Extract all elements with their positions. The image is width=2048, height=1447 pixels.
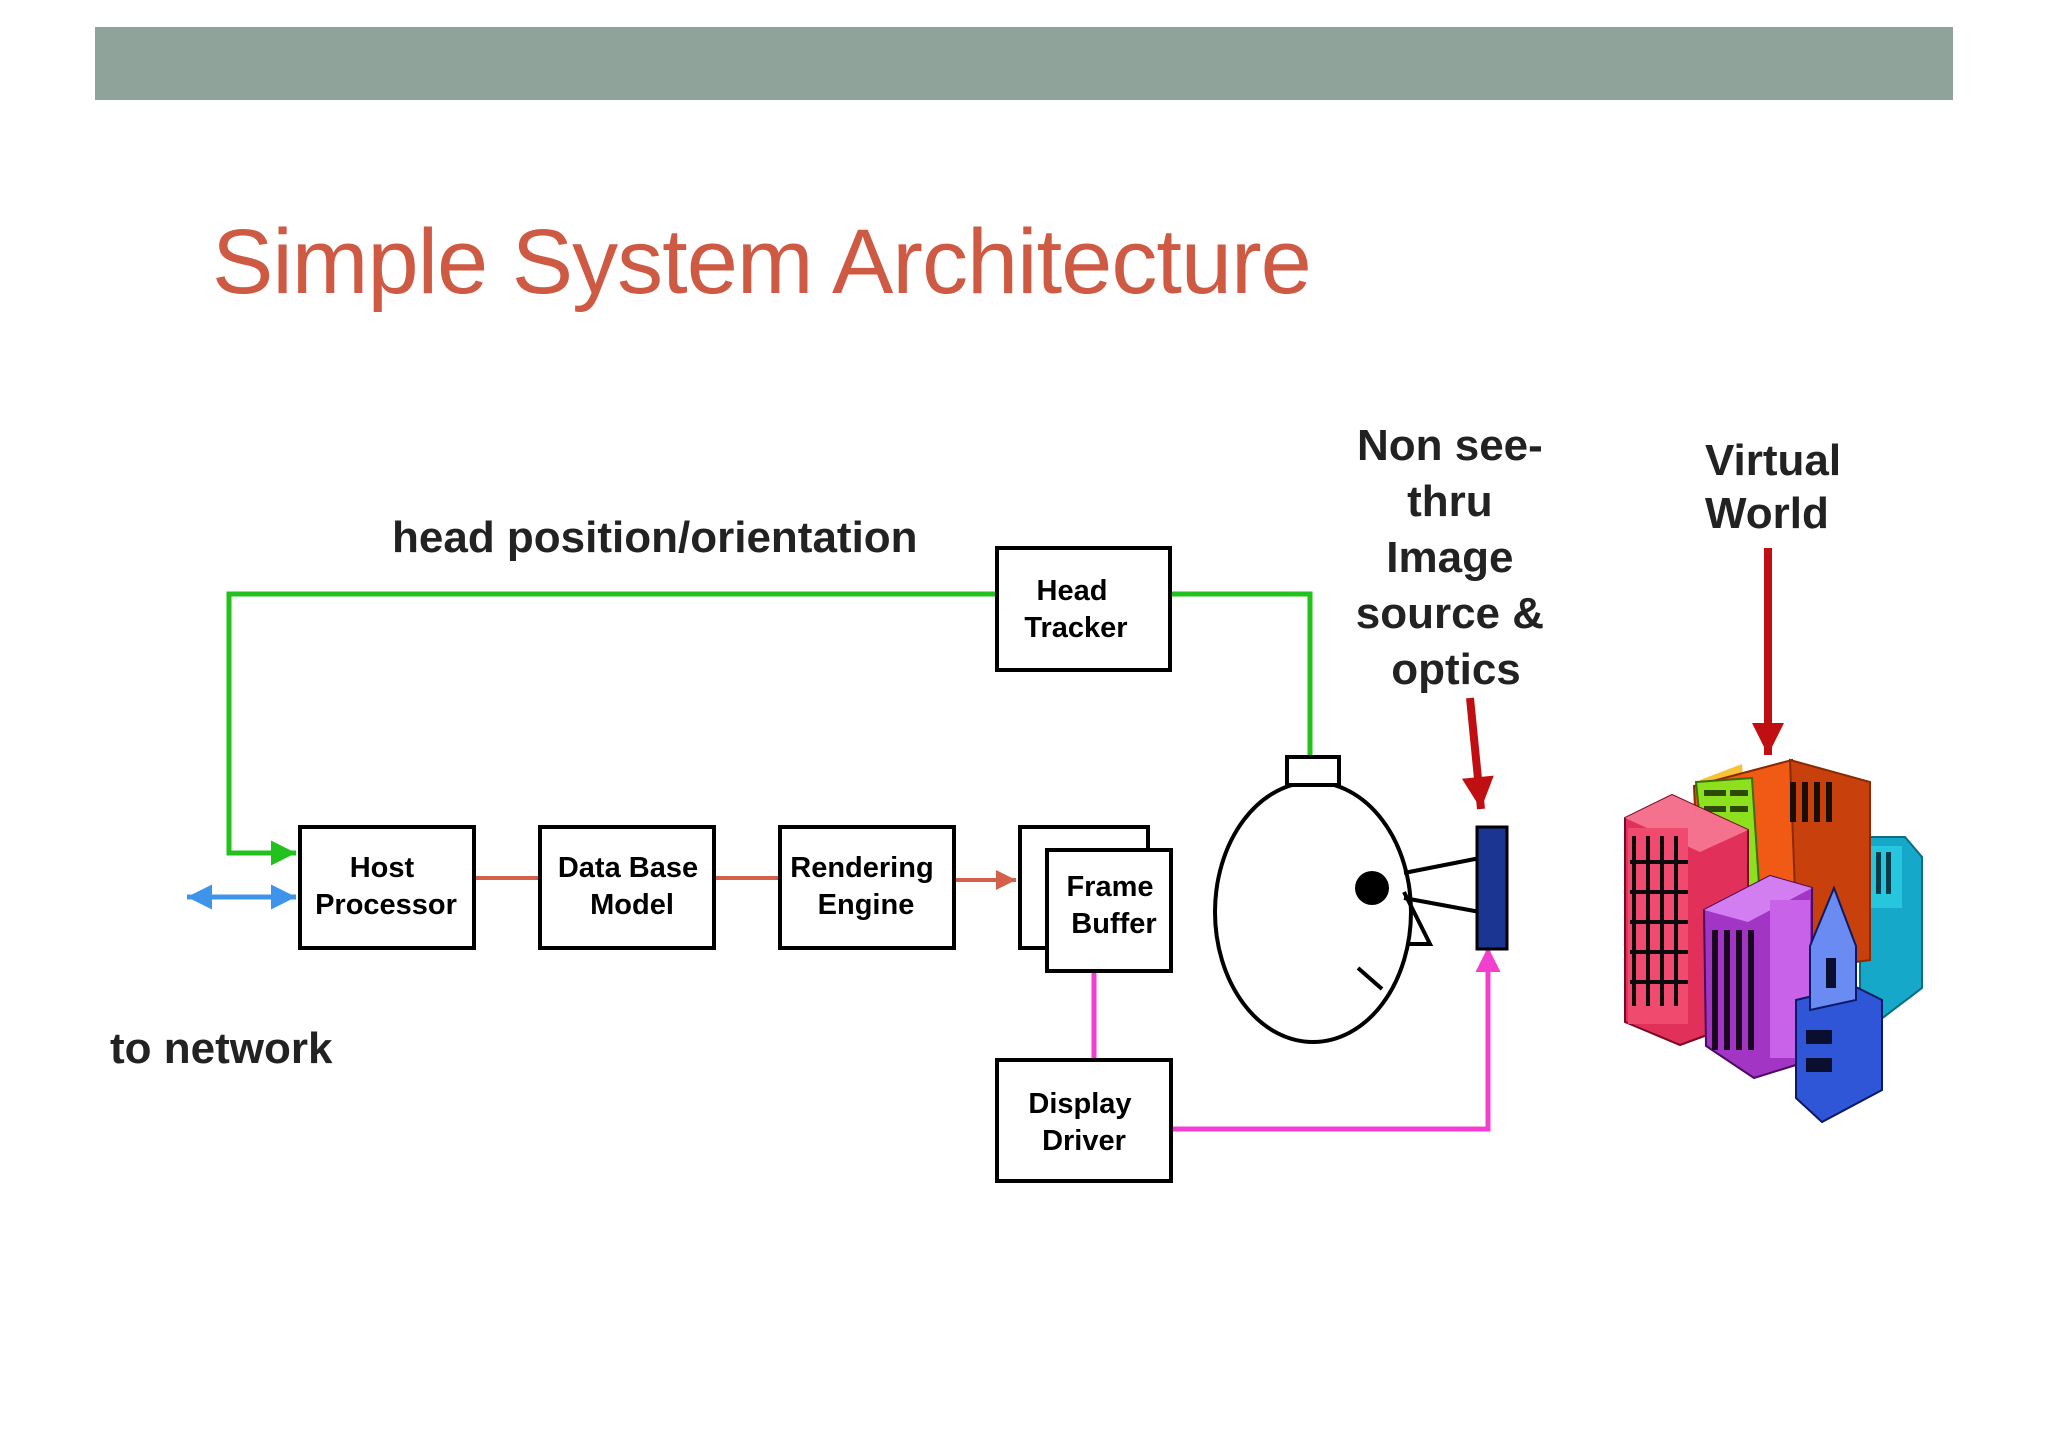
tracking-connector (226, 591, 1313, 866)
rendering-engine-label: Rendering Engine (790, 852, 941, 921)
head-tracker-box: Head Tracker (995, 546, 1172, 672)
slide-title: Simple System Architecture (212, 211, 1312, 313)
rendering-engine-box: Rendering Engine (778, 825, 956, 950)
display-plate-icon (1475, 825, 1509, 951)
head-icon (1213, 755, 1481, 1044)
image-source-arrow (1461, 697, 1494, 810)
data-base-model-label: Data Base Model (558, 852, 706, 921)
host-processor-label: Host Processor (315, 852, 457, 921)
city-buildings-icon (1624, 758, 1923, 1124)
display-driver-box: Display Driver (995, 1058, 1173, 1183)
head-position-label: head position/orientation (392, 513, 918, 562)
data-base-model-box: Data Base Model (538, 825, 716, 950)
head-tracker-label: Head Tracker (1024, 575, 1127, 644)
display-connectors (1091, 947, 1501, 1132)
frame-buffer-box: Frame Buffer (1018, 825, 1173, 973)
image-source-label: Non see- thru Image source & optics (1356, 421, 1557, 694)
pipeline-connectors (474, 870, 1016, 890)
display-driver-label: Display Driver (1028, 1088, 1139, 1157)
header-bar (95, 27, 1953, 100)
frame-buffer-label: Frame Buffer (1066, 871, 1161, 940)
to-network-label: to network (110, 1024, 333, 1073)
host-processor-box: Host Processor (298, 825, 476, 950)
virtual-world-label: Virtual World (1705, 436, 1853, 538)
